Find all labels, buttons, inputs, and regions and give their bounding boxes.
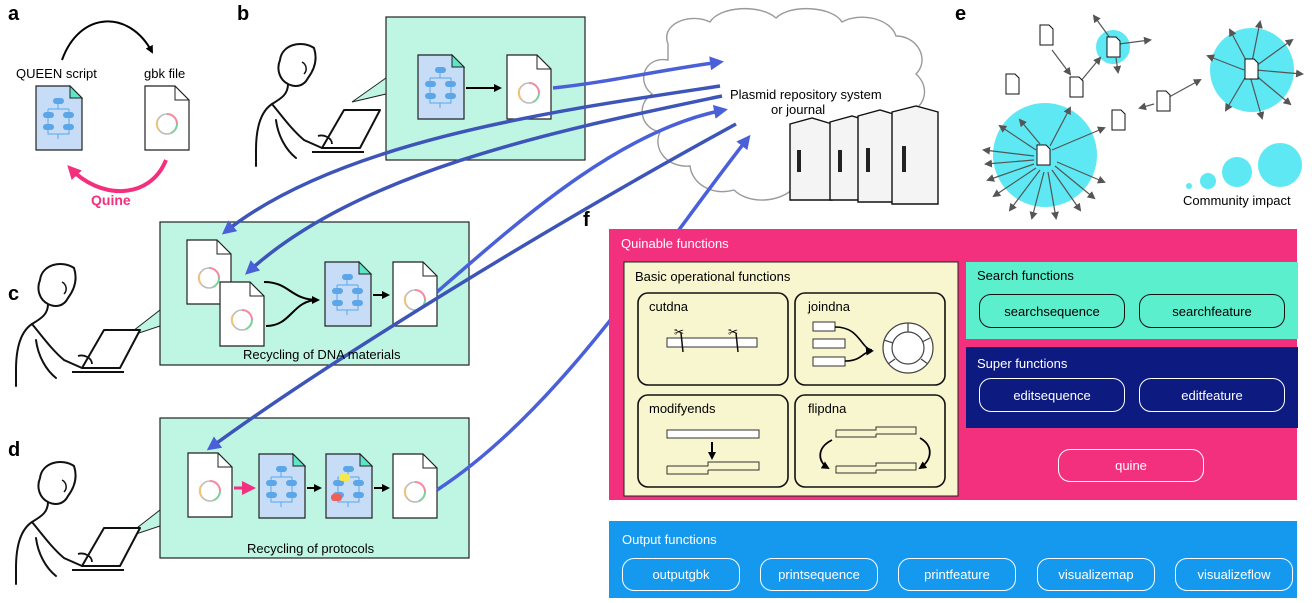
editfeature-button[interactable]: editfeature <box>1139 378 1285 412</box>
modifyends-card <box>637 394 789 488</box>
merge-arrows-c <box>263 281 318 327</box>
flipdna-card <box>794 394 946 488</box>
download-arrow-d <box>206 122 737 451</box>
repository-line-2: or journal <box>771 102 826 117</box>
modifyends-label: modifyends <box>649 401 716 416</box>
community-impact-label: Community impact <box>1183 193 1291 208</box>
hub-doc-icon <box>1036 144 1051 166</box>
gbk-file-label: gbk file <box>144 66 186 81</box>
generate-arrow <box>61 20 153 61</box>
doc-icon-e7 <box>1244 58 1259 80</box>
doc-icon-e2 <box>1005 73 1020 95</box>
flipdna-illustration <box>819 426 931 474</box>
doc-icon-e4 <box>1106 36 1121 58</box>
joindna-illustration <box>812 321 934 374</box>
upload-arrow-b <box>552 56 724 90</box>
upload-arrow-c <box>435 105 728 294</box>
edited-node-red <box>331 494 342 501</box>
server-rack-icon <box>789 105 939 205</box>
speech-pointer <box>351 77 387 103</box>
super-box <box>966 347 1298 428</box>
panel-c-letter: c <box>8 283 20 305</box>
doc-icon-e5 <box>1111 109 1126 131</box>
cutdna-card <box>637 292 789 386</box>
printsequence-button[interactable]: printsequence <box>760 558 878 591</box>
script-icon-d2 <box>325 453 373 519</box>
repository-line-1: Plasmid repository system <box>730 87 882 102</box>
gbk-icon-d1 <box>187 452 233 518</box>
quine-label: Quine <box>91 192 131 208</box>
panel-d <box>15 417 470 585</box>
search-box <box>966 262 1298 339</box>
outputgbk-button[interactable]: outputgbk <box>622 558 740 591</box>
script-icon-d1 <box>258 453 306 519</box>
doc-icon-e3 <box>1069 76 1084 98</box>
output-title: Output functions <box>622 532 717 547</box>
download-arrow-c1 <box>221 84 721 235</box>
doc-icon-e1 <box>1039 24 1054 46</box>
printfeature-button[interactable]: printfeature <box>898 558 1016 591</box>
modifyends-illustration <box>666 429 760 475</box>
queen-script-label: QUEEN script <box>16 66 97 81</box>
gbk-icon-d2 <box>392 453 438 519</box>
legend-circle-1 <box>1186 183 1192 189</box>
gbk-file-icon <box>144 85 190 151</box>
upload-arrow-d <box>436 134 751 492</box>
panel-d-caption: Recycling of protocols <box>247 541 375 556</box>
panel-b <box>255 16 586 167</box>
flipdna-label: flipdna <box>808 401 847 416</box>
legend-circle-4 <box>1258 143 1302 187</box>
searchfeature-button[interactable]: searchfeature <box>1139 294 1285 328</box>
panel-c-caption: Recycling of DNA materials <box>243 347 401 362</box>
cutdna-label: cutdna <box>649 299 689 314</box>
quine-button[interactable]: quine <box>1058 449 1204 482</box>
researcher-b-icon <box>255 43 381 167</box>
panel-f: ✂ ✂ <box>609 229 1298 598</box>
legend-circle-3 <box>1222 157 1252 187</box>
queen-script-icon <box>35 85 83 151</box>
researcher-d-icon <box>15 461 141 585</box>
script-icon-b <box>417 54 465 120</box>
panel-c <box>15 221 470 387</box>
gbk-icon-c2 <box>219 281 265 347</box>
quine-arrow <box>67 159 168 193</box>
joindna-card <box>794 292 946 386</box>
search-title: Search functions <box>977 268 1074 283</box>
svg-text:✂: ✂ <box>674 325 684 339</box>
gbk-icon-b <box>506 54 552 120</box>
legend-circle-2 <box>1200 173 1216 189</box>
sharing-arrows <box>206 56 751 492</box>
citation-arrows <box>982 14 1304 220</box>
panel-a <box>35 20 190 193</box>
gbk-icon-c3 <box>392 261 438 327</box>
quinable-title: Quinable functions <box>621 236 729 251</box>
basic-title: Basic operational functions <box>635 269 791 284</box>
panel-d-letter: d <box>8 439 21 461</box>
script-icon-c <box>324 261 372 327</box>
visualizemap-button[interactable]: visualizemap <box>1037 558 1155 591</box>
doc-icon-e6 <box>1156 90 1171 112</box>
edited-node-yellow <box>339 474 350 481</box>
panel-a-letter: a <box>8 3 20 25</box>
panel-e-letter: e <box>955 3 967 25</box>
panel-e <box>982 14 1304 220</box>
visualizeflow-button[interactable]: visualizeflow <box>1175 558 1293 591</box>
panel-b-letter: b <box>237 3 250 25</box>
joindna-label: joindna <box>808 299 850 314</box>
panel-f-letter: f <box>583 209 590 231</box>
svg-text:✂: ✂ <box>728 325 738 339</box>
super-title: Super functions <box>977 356 1068 371</box>
basic-box <box>623 261 959 497</box>
editsequence-button[interactable]: editsequence <box>979 378 1125 412</box>
researcher-c-icon <box>15 263 141 387</box>
searchsequence-button[interactable]: searchsequence <box>979 294 1125 328</box>
cutdna-illustration: ✂ ✂ <box>666 325 758 353</box>
download-arrow-c2 <box>245 94 723 275</box>
